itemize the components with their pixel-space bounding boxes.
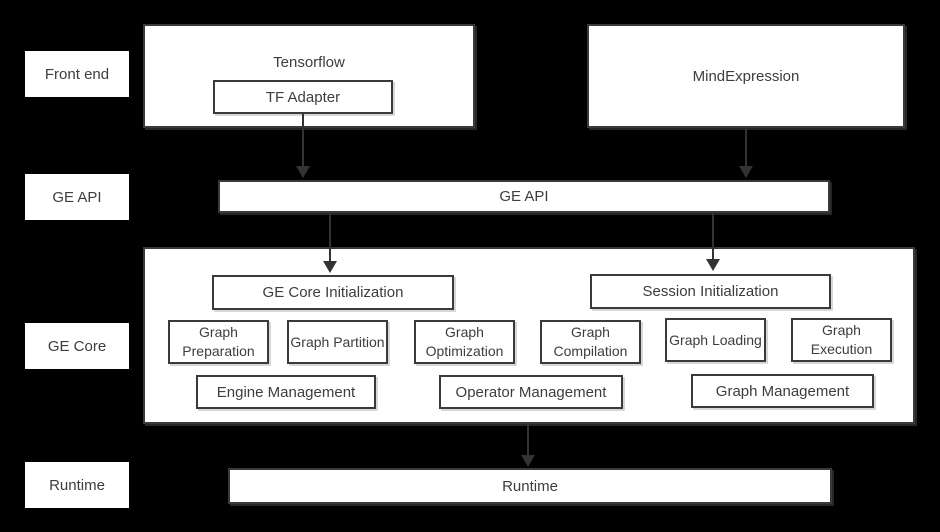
graph-optimization-box: Graph Optimization: [414, 320, 515, 364]
mindexpression-box: MindExpression: [587, 24, 905, 128]
arrow-ge-core-to-runtime: [521, 424, 535, 467]
engine-management-box: Engine Management: [196, 375, 376, 409]
runtime-bar: Runtime: [228, 468, 832, 504]
tensorflow-label: Tensorflow: [273, 54, 345, 71]
ge-api-bar: GE API: [218, 180, 830, 213]
ge-core-initialization-box: GE Core Initialization: [212, 275, 454, 310]
arrow-ge-api-to-session-initialization: [706, 213, 720, 271]
arrow-ge-api-to-ge-core-initialization: [323, 213, 337, 273]
ge-core-box: GE Core Initialization Session Initializ…: [143, 247, 915, 424]
graph-compilation-box: Graph Compilation: [540, 320, 641, 364]
row-label-ge-core: GE Core: [25, 323, 129, 369]
graph-partition-box: Graph Partition: [287, 320, 388, 364]
operator-management-box: Operator Management: [439, 375, 623, 409]
arrow-mindexpression-to-ge-api: [739, 128, 753, 178]
graph-preparation-box: Graph Preparation: [168, 320, 269, 364]
session-initialization-box: Session Initialization: [590, 274, 831, 309]
arrow-tf-adapter-to-ge-api: [296, 114, 310, 178]
row-label-runtime: Runtime: [25, 462, 129, 508]
row-label-front-end: Front end: [25, 51, 129, 97]
tensorflow-box: Tensorflow TF Adapter: [143, 24, 475, 128]
graph-execution-box: Graph Execution: [791, 318, 892, 362]
row-label-ge-api: GE API: [25, 174, 129, 220]
graph-management-box: Graph Management: [691, 374, 874, 408]
graph-loading-box: Graph Loading: [665, 318, 766, 362]
tf-adapter-box: TF Adapter: [213, 80, 393, 114]
